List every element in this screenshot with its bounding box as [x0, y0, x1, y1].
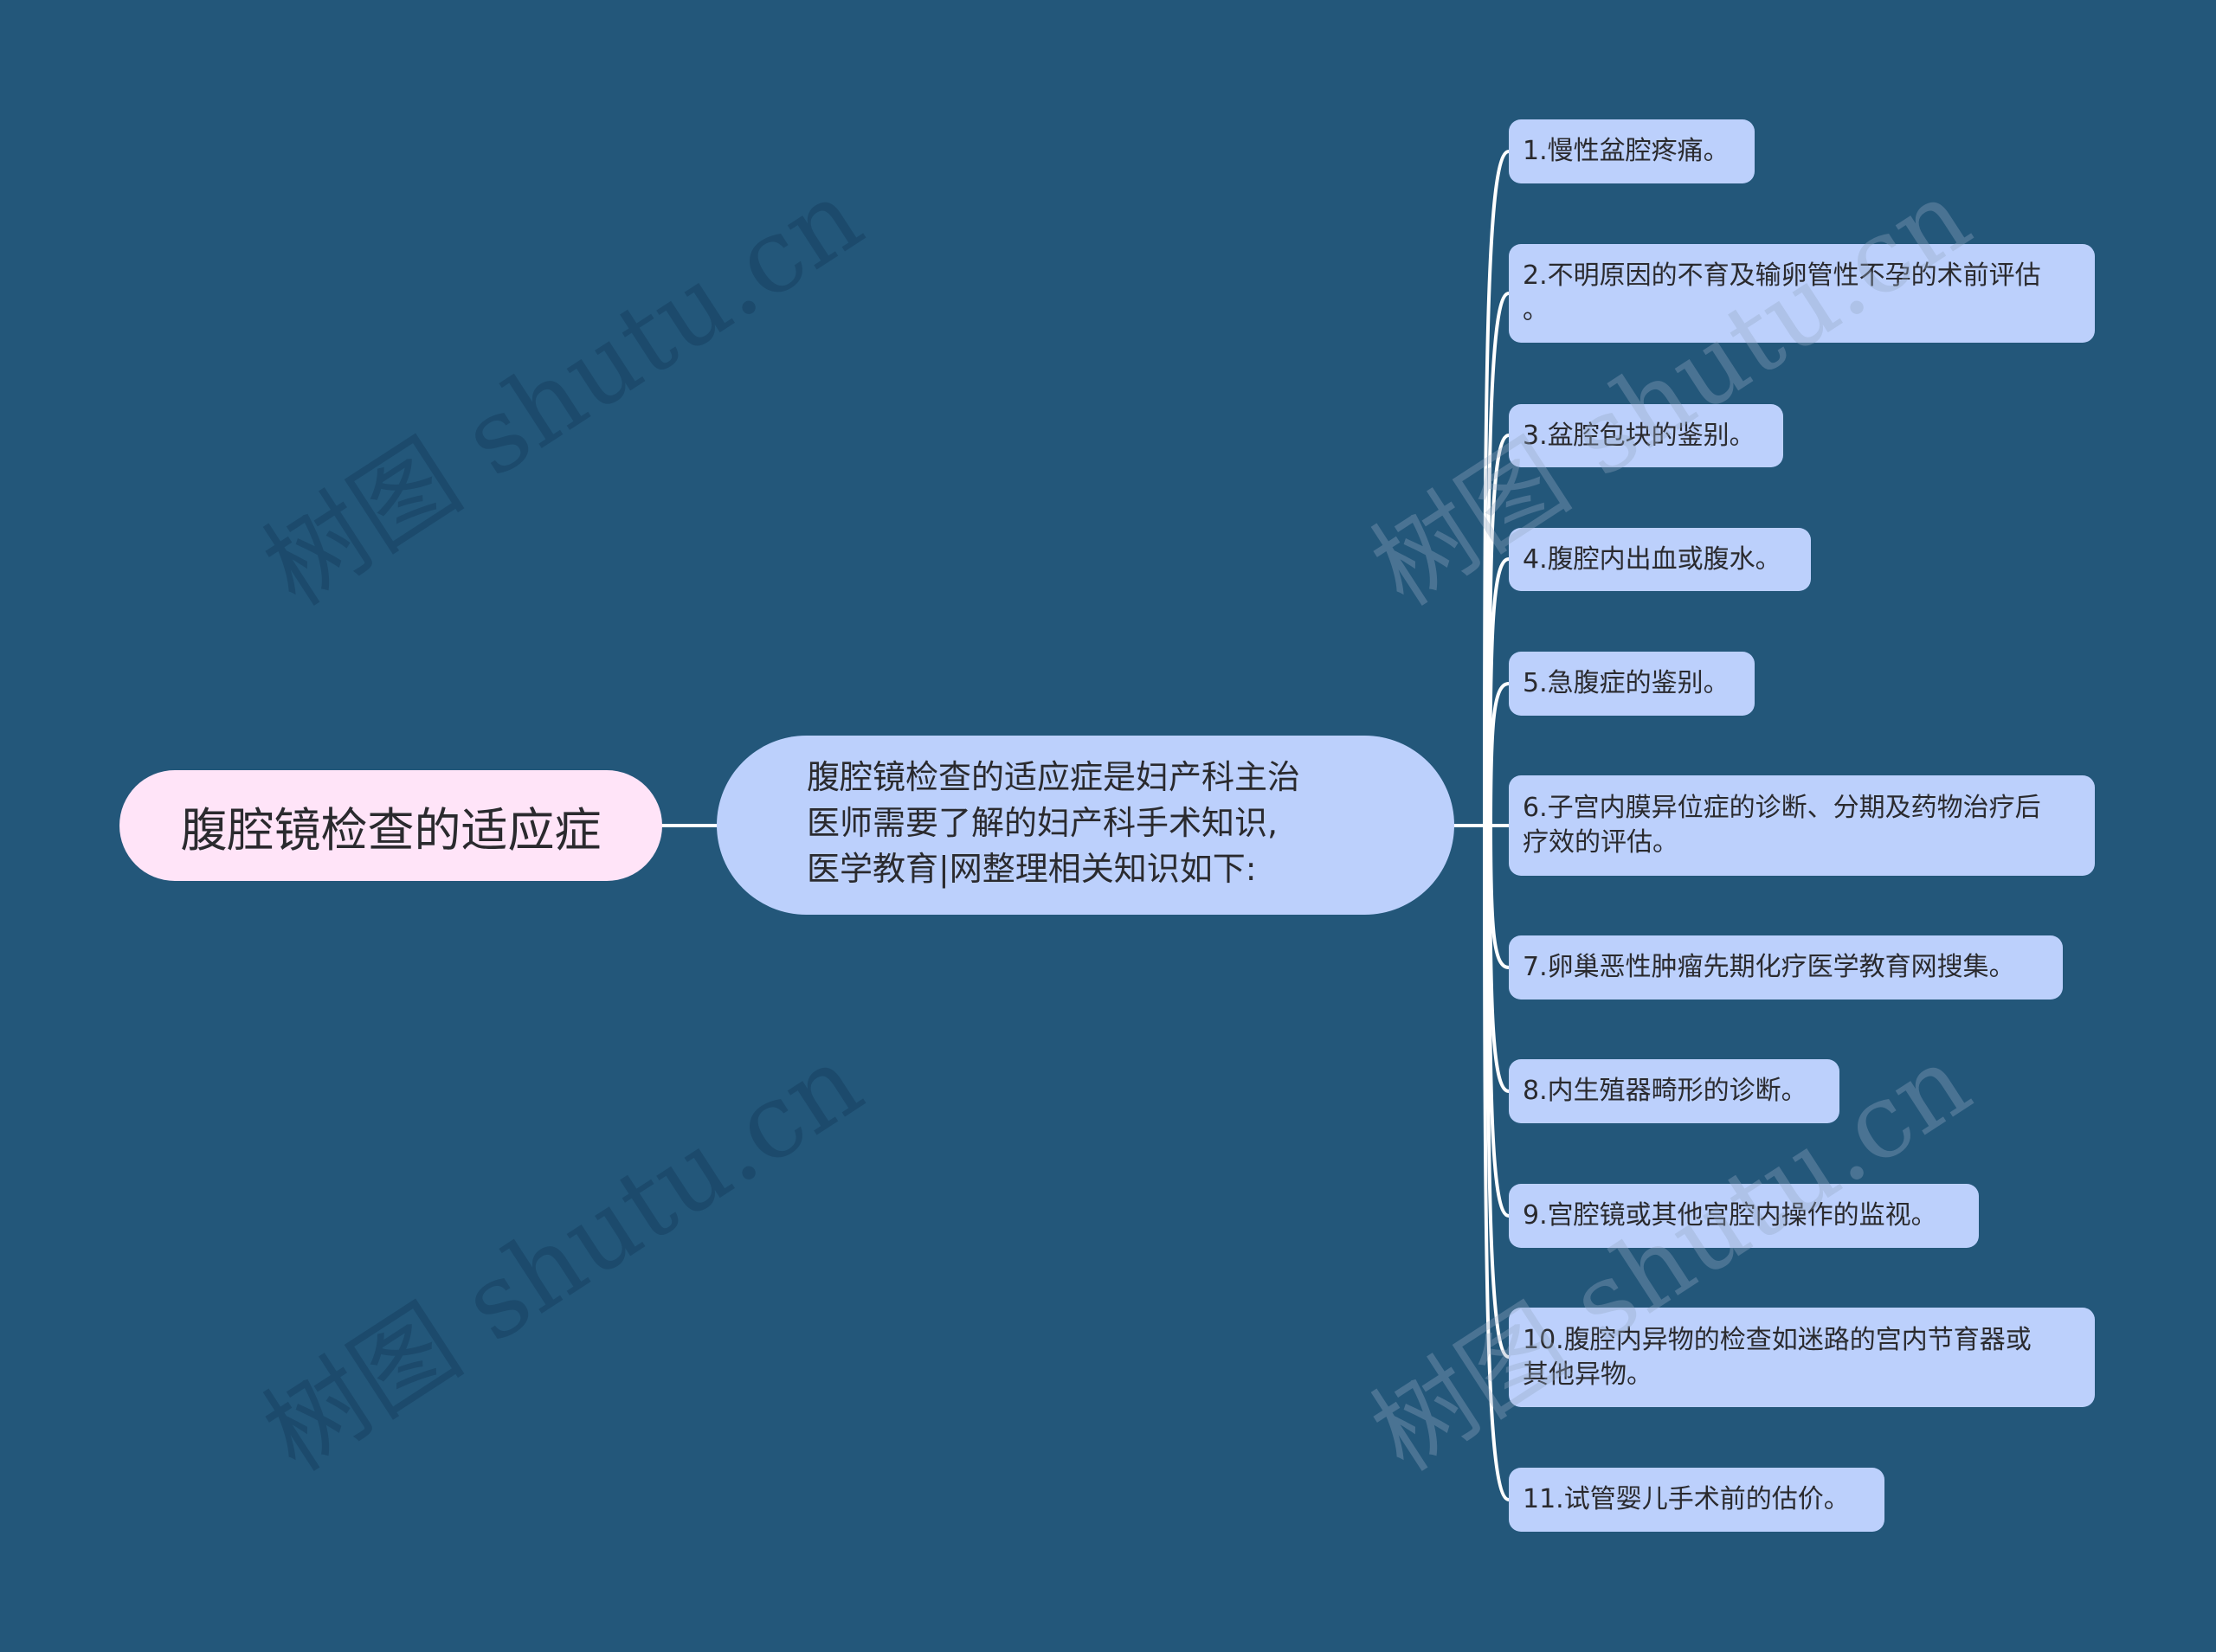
item-label: 5.急腹症的鉴别。: [1523, 668, 1730, 698]
item-label: 10.腹腔内异物的检查如迷路的宫内节育器或: [1523, 1324, 2032, 1355]
connector-item-10: [1485, 824, 1511, 1359]
topic-line: 医学教育|网整理相关知识如下:: [807, 850, 1257, 888]
connector-item-1: [1483, 150, 1511, 827]
connector-item-9: [1487, 824, 1511, 1218]
topic-line: 医师需要了解的妇产科手术知识,: [807, 804, 1279, 842]
item-label: 4.腹腔内出血或腹水。: [1523, 543, 1781, 575]
item-label: 疗效的评估。: [1523, 827, 1678, 858]
item-label: 9.宫腔镜或其他宫腔内操作的监视。: [1523, 1200, 1937, 1231]
item-label: 8.内生殖器畸形的诊断。: [1523, 1076, 1807, 1106]
item-node-11[interactable]: 11.试管婴儿手术前的估价。: [1509, 1468, 1884, 1532]
item-node-3[interactable]: 3.盆腔包块的鉴别。: [1509, 404, 1783, 467]
item-node-8[interactable]: 8.内生殖器畸形的诊断。: [1509, 1059, 1839, 1123]
item-node-2[interactable]: 2.不明原因的不育及输卵管性不孕的术前评估 。: [1509, 244, 2095, 343]
item-node-1[interactable]: 1.慢性盆腔疼痛。: [1509, 119, 1755, 183]
item-node-10[interactable]: 10.腹腔内异物的检查如迷路的宫内节育器或 其他异物。: [1509, 1308, 2095, 1407]
item-label: 7.卵巢恶性肿瘤先期化疗医学教育网搜集。: [1523, 952, 2015, 982]
item-node-4[interactable]: 4.腹腔内出血或腹水。: [1509, 528, 1811, 591]
item-label: 其他异物。: [1523, 1359, 1652, 1390]
topic-node[interactable]: 腹腔镜检查的适应症是妇产科主治 医师需要了解的妇产科手术知识, 医学教育|网整理…: [717, 736, 1454, 915]
item-label: 1.慢性盆腔疼痛。: [1523, 136, 1730, 166]
item-label: 2.不明原因的不育及输卵管性不孕的术前评估: [1523, 260, 2041, 291]
connector-item-11: [1483, 824, 1511, 1501]
item-label: 6.子宫内膜异位症的诊断、分期及药物治疗后: [1523, 793, 2041, 823]
item-node-5[interactable]: 5.急腹症的鉴别。: [1509, 652, 1755, 716]
connector-item-7: [1489, 824, 1511, 969]
item-label: 3.盆腔包块的鉴别。: [1523, 420, 1755, 451]
root-label: 腹腔镜检查的适应症: [180, 802, 602, 858]
connector-item-2: [1485, 292, 1511, 827]
item-node-7[interactable]: 7.卵巢恶性肿瘤先期化疗医学教育网搜集。: [1509, 935, 2063, 1000]
connector-item-5: [1489, 682, 1511, 827]
item-node-6[interactable]: 6.子宫内膜异位症的诊断、分期及药物治疗后 疗效的评估。: [1509, 775, 2095, 876]
item-label: 。: [1523, 295, 1549, 325]
item-label: 11.试管婴儿手术前的估价。: [1523, 1484, 1850, 1514]
root-node[interactable]: 腹腔镜检查的适应症: [119, 770, 662, 881]
topic-line: 腹腔镜检查的适应症是妇产科主治: [807, 758, 1301, 796]
item-node-9[interactable]: 9.宫腔镜或其他宫腔内操作的监视。: [1509, 1184, 1979, 1248]
